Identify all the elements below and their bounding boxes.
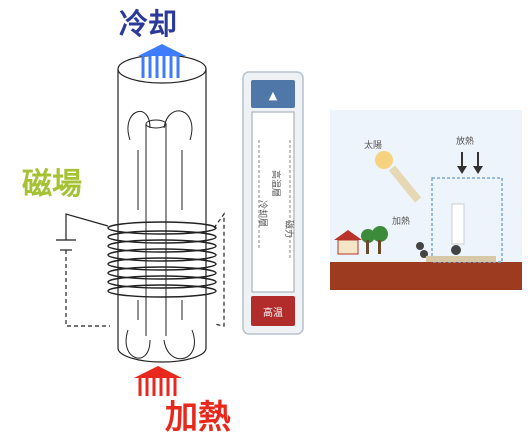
heating-arrows-icon	[134, 366, 182, 396]
middle-panel: ▲ 冷却層 高温層 磁力 高温	[242, 71, 304, 335]
middle-bottom-label: 高温	[263, 306, 283, 319]
cooling-arrows-icon	[138, 44, 186, 78]
right-panel: 太陽 放熱 加熱	[330, 110, 522, 290]
sun-label: 太陽	[364, 139, 382, 151]
column-text-1: 冷却層	[257, 200, 269, 227]
middle-top-label: ▲	[269, 89, 278, 102]
right-top-label: 放熱	[456, 135, 474, 147]
magnetic-field-label: 磁場	[22, 167, 82, 202]
cylinder-apparatus	[56, 54, 225, 363]
column-text-2: 高温層	[270, 170, 282, 197]
right-left-label: 加熱	[392, 215, 410, 227]
sun-icon	[375, 151, 393, 169]
circuit	[56, 212, 225, 327]
column-text-3: 磁力	[283, 220, 295, 238]
heating-label: 加熱	[165, 397, 231, 436]
cooling-label: 冷却	[119, 7, 178, 41]
coil	[107, 221, 217, 298]
